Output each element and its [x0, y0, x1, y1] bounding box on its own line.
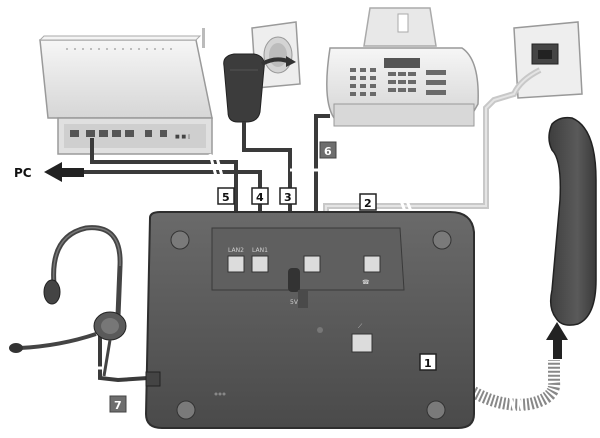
- callout-1-text: 1: [424, 357, 432, 370]
- callout-3: 3: [279, 187, 297, 205]
- callout-1: 1: [419, 353, 437, 371]
- fax-machine-icon: [326, 7, 479, 127]
- headset-icon: [9, 225, 127, 377]
- callout-3-text: 3: [284, 191, 292, 204]
- callout-5: 5: [217, 187, 235, 205]
- arrow-up-icon: [546, 322, 568, 359]
- callout-4-text: 4: [256, 191, 264, 204]
- callout-5-text: 5: [222, 191, 230, 204]
- svg-text:LAN1: LAN1: [252, 247, 268, 254]
- callout-2-text: 2: [364, 197, 372, 210]
- callout-2: 2: [359, 193, 377, 211]
- svg-text:LAN2: LAN2: [228, 247, 244, 254]
- arrow-left-icon: [44, 162, 84, 182]
- callout-4: 4: [251, 187, 269, 205]
- callout-6-text: 6: [324, 145, 332, 158]
- callout-6: 6: [319, 141, 337, 159]
- svg-text:⟋: ⟋: [358, 323, 363, 330]
- phone-base: LAN2 LAN1 ☎ ⟋ 5V: [144, 211, 475, 429]
- router-icon: ■ ■ ▯: [38, 28, 213, 155]
- phone-wall-jack-icon: [513, 21, 583, 99]
- svg-text:☎: ☎: [362, 279, 370, 286]
- callout-7-text: 7: [114, 399, 122, 412]
- handset-icon: [548, 116, 597, 326]
- power-adapter-icon: [223, 53, 296, 123]
- cable-break-marks: [92, 153, 526, 417]
- svg-text:5V: 5V: [290, 299, 299, 306]
- svg-text:■ ■ ▯: ■ ■ ▯: [175, 134, 191, 140]
- pc-label: PC: [14, 166, 32, 180]
- callout-7: 7: [109, 395, 127, 413]
